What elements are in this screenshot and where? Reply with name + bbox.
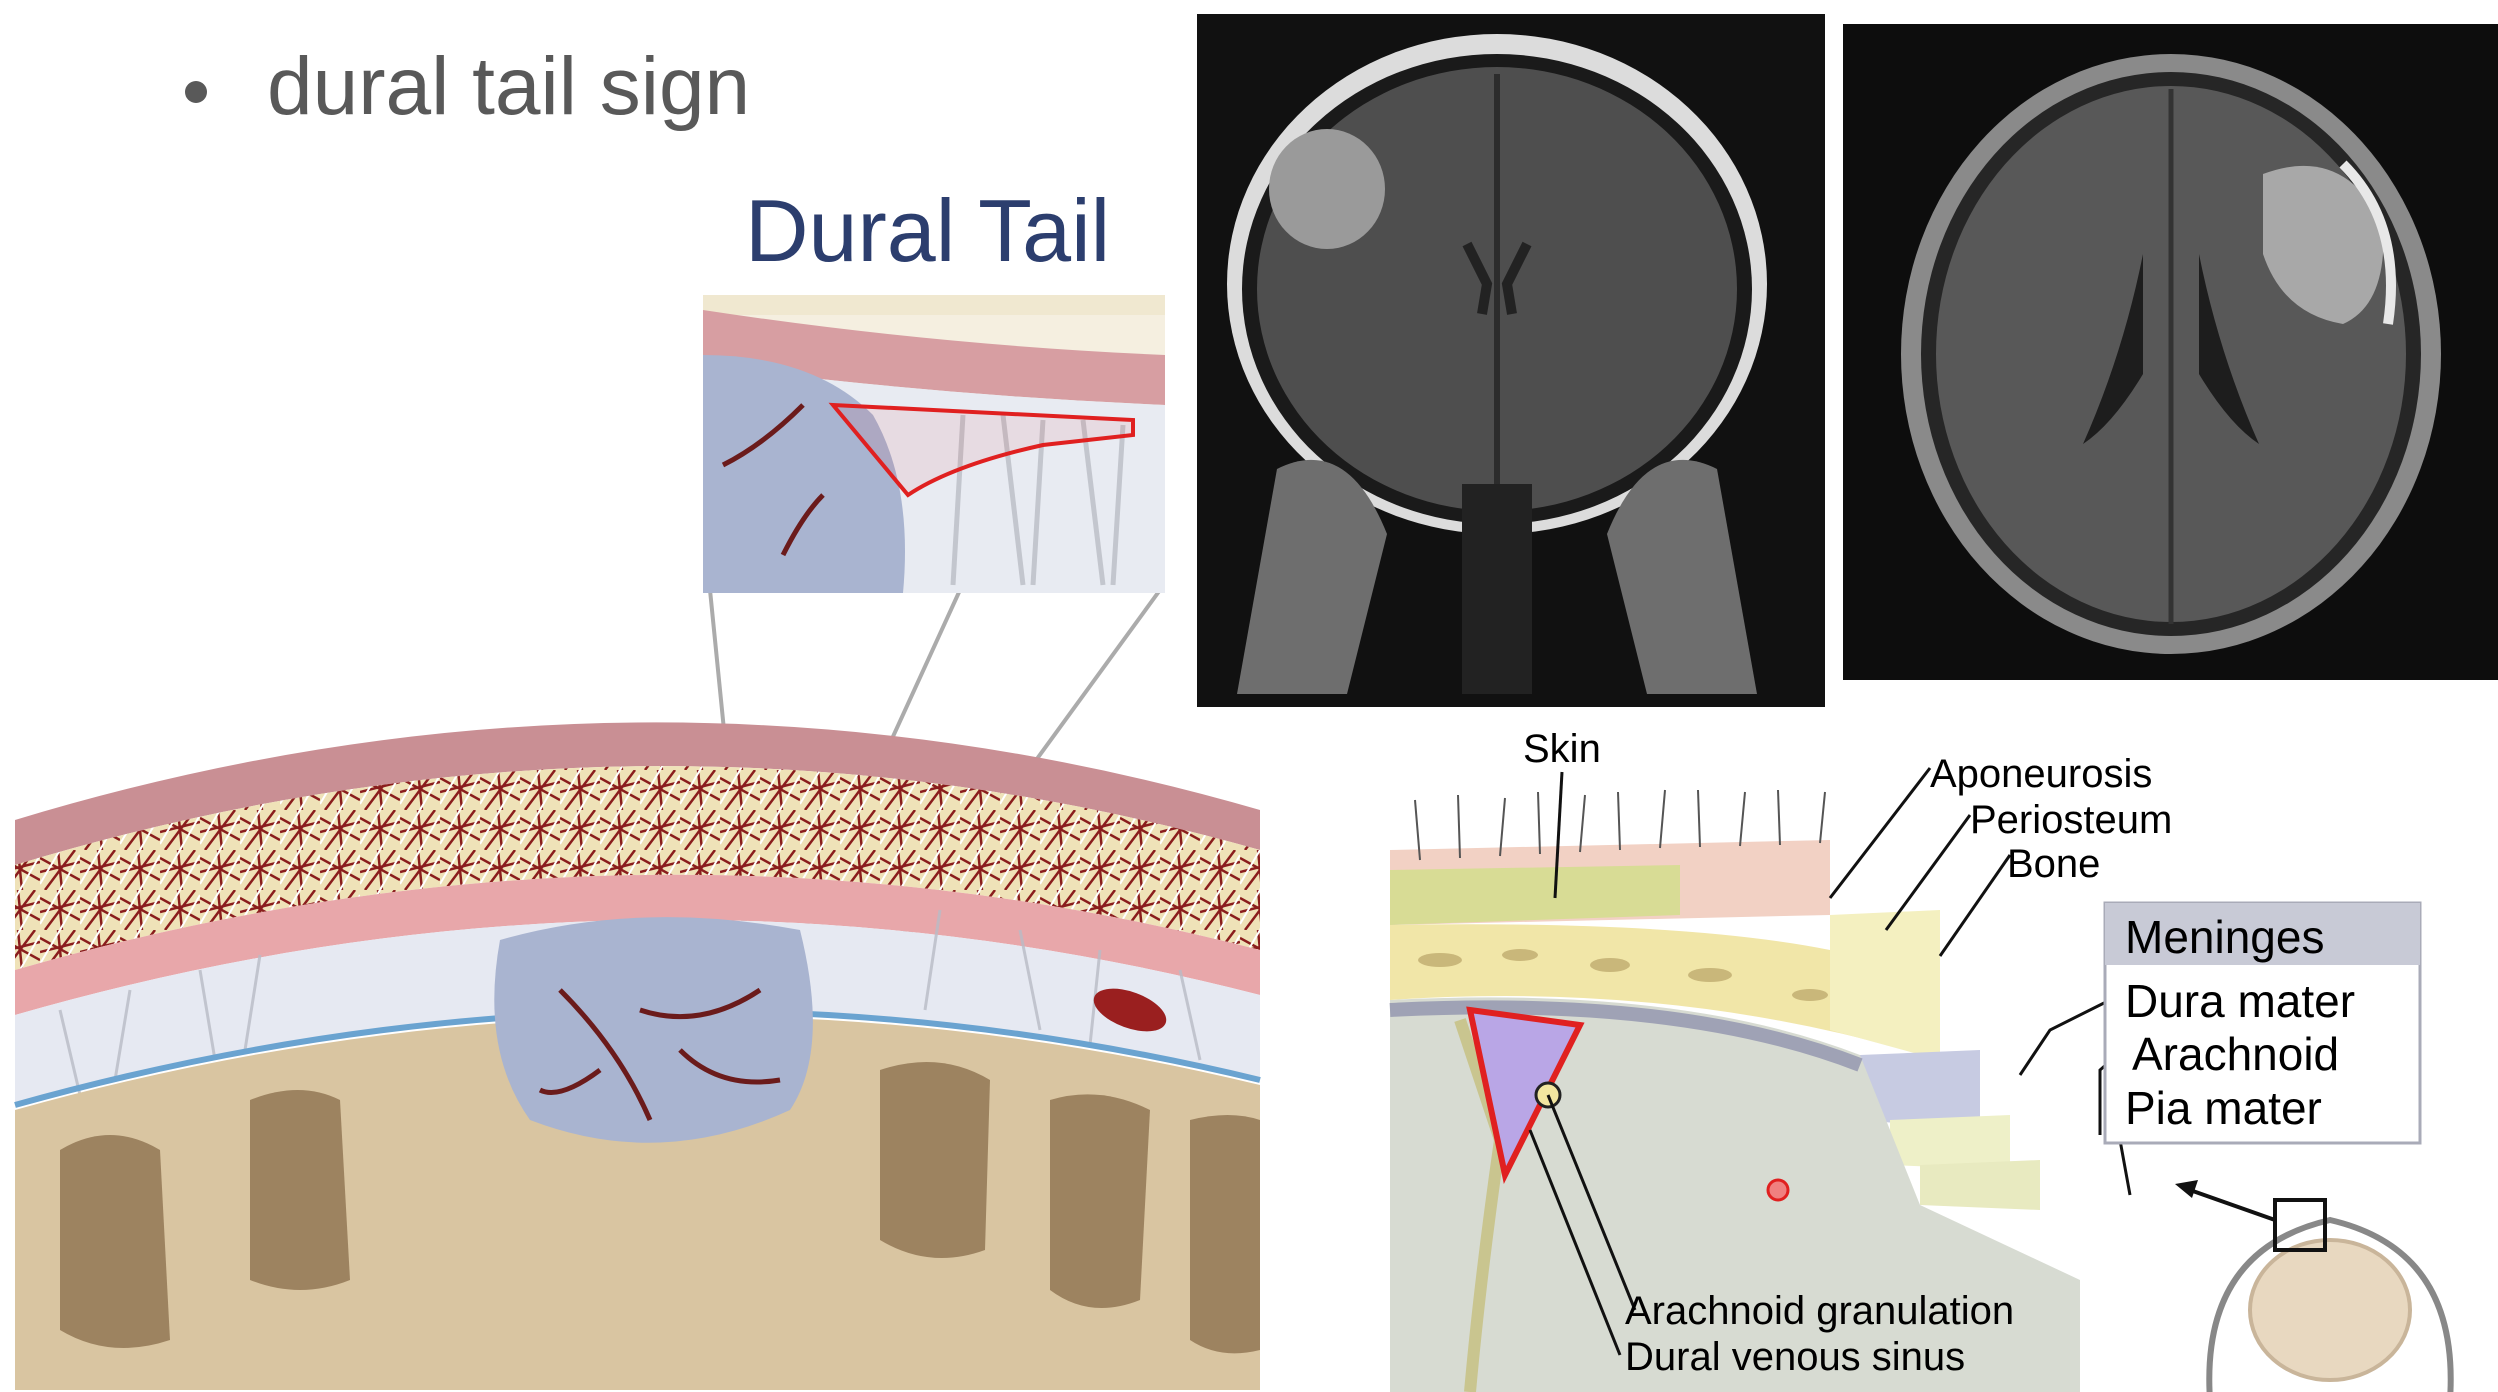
zoom-box-icon xyxy=(2273,1198,2327,1252)
head-brain-icon xyxy=(2175,1180,2454,1392)
gyri xyxy=(60,1062,1260,1354)
meninges-diagram: Skin Aponeurosis Periosteum Bone Meninge… xyxy=(1389,727,2454,1392)
label-dura-mater: Dura mater xyxy=(2125,975,2355,1027)
label-meninges: Meninges xyxy=(2125,911,2324,963)
label-arachnoid: Arachnoid xyxy=(2132,1028,2339,1080)
label-skin: Skin xyxy=(1523,727,1601,771)
layer-block xyxy=(1389,789,2080,1392)
mri-axial-tumor xyxy=(2263,165,2384,324)
label-arachnoid-granulation: Arachnoid granulation xyxy=(1625,1289,2014,1333)
blood-vessel xyxy=(1093,988,1167,1032)
dural-tail-illustration xyxy=(14,588,1261,1390)
dural-tail-highlight xyxy=(828,402,1135,498)
dura-layer xyxy=(15,874,1260,1015)
inset-tumor xyxy=(703,355,905,593)
label-dural-venous-sinus: Dural venous sinus xyxy=(1625,1335,1965,1379)
bone-layer xyxy=(15,766,1260,970)
scalp-layer xyxy=(15,722,1260,865)
label-periosteum: Periosteum xyxy=(1970,798,2172,842)
bullet-text: dural tail sign xyxy=(267,41,751,132)
mri-coronal-tumor xyxy=(1269,129,1385,249)
dural-tail-inset xyxy=(703,295,1165,593)
bullet-item: dural tail sign xyxy=(185,40,750,134)
label-bone: Bone xyxy=(2007,842,2100,886)
mri-coronal-image xyxy=(1197,14,1825,707)
mri-axial-image xyxy=(1843,24,2498,680)
label-aponeurosis: Aponeurosis xyxy=(1930,752,2152,796)
dural-tail-title: Dural Tail xyxy=(745,181,1111,280)
arachnoid-layer xyxy=(15,919,1260,1105)
bullet-icon xyxy=(185,81,207,103)
meningioma-tumor xyxy=(494,917,813,1143)
label-pia-mater: Pia mater xyxy=(2125,1082,2322,1134)
